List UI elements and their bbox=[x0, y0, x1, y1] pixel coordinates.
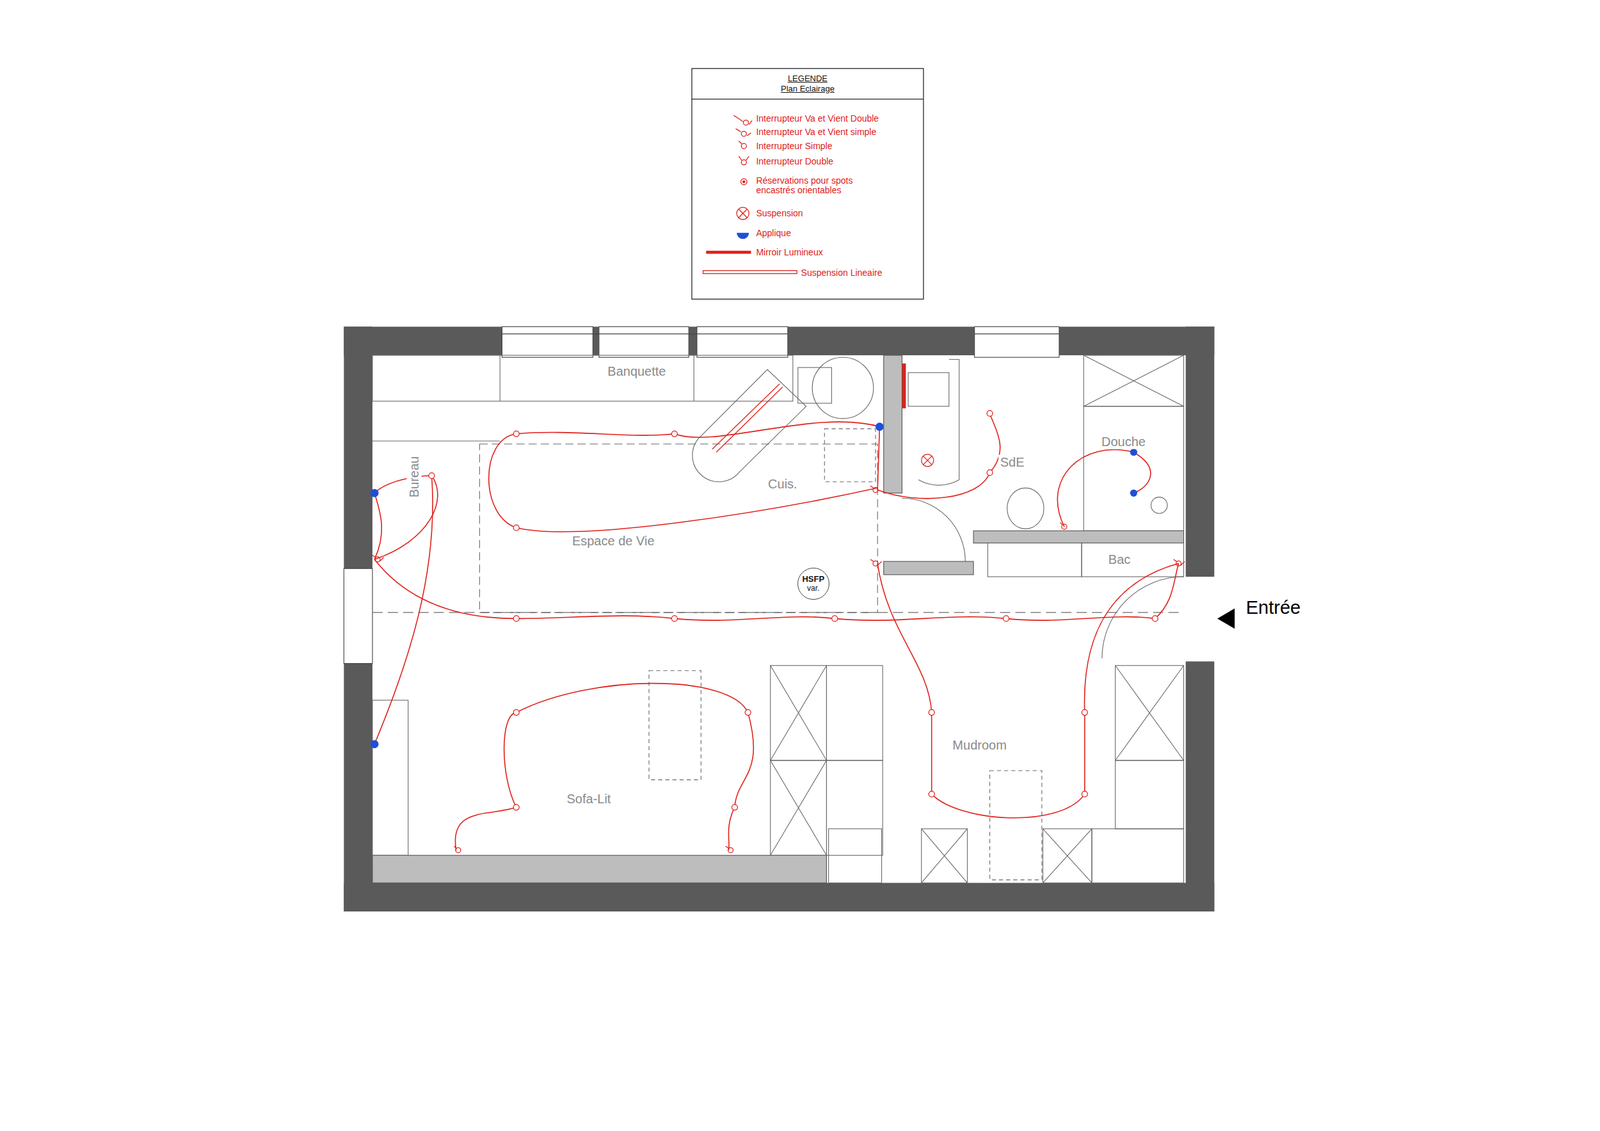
walls bbox=[343, 326, 1215, 912]
legend-text: Réservations pour spots encastrés orient… bbox=[755, 176, 865, 195]
entrance-arrow bbox=[1217, 608, 1235, 629]
node-subtitle: Plan Eclairage bbox=[691, 83, 924, 95]
legend-text: Mirroir Lumineux bbox=[755, 247, 823, 258]
legend-text: Suspension Lineaire bbox=[801, 267, 883, 278]
legend-text: Interrupteur Va et Vient simple bbox=[755, 126, 877, 137]
room-label: Cuis. bbox=[766, 476, 800, 491]
room-label: Bureau bbox=[407, 453, 422, 500]
legend-text: Applique bbox=[755, 227, 792, 238]
legend-divider bbox=[691, 98, 924, 100]
node-subtitle: var. bbox=[807, 584, 820, 593]
furniture bbox=[372, 355, 1184, 883]
room-label: Sofa-Lit bbox=[564, 791, 613, 807]
node-title: LEGENDE bbox=[691, 73, 924, 84]
room-label: Espace de Vie bbox=[570, 533, 657, 549]
legend-heading: LEGENDEPlan Eclairage bbox=[691, 68, 924, 100]
legend-text: Interrupteur Va et Vient Double bbox=[755, 113, 879, 124]
legend-text: Interrupteur Double bbox=[755, 156, 834, 167]
fixtures bbox=[712, 363, 934, 467]
room-label: Mudroom bbox=[950, 737, 1008, 752]
spots bbox=[428, 410, 1158, 810]
windows bbox=[343, 326, 1060, 664]
entrance-label: Entrée bbox=[1246, 597, 1301, 619]
room-label: SdE bbox=[998, 455, 1027, 470]
wires bbox=[374, 413, 1179, 850]
legend-text: Interrupteur Simple bbox=[755, 140, 832, 152]
legend-applique bbox=[736, 232, 749, 240]
partitions bbox=[372, 355, 1184, 883]
legend-text: Suspension bbox=[755, 208, 803, 219]
switches bbox=[372, 485, 1185, 853]
room-label: Douche bbox=[1099, 434, 1148, 450]
node-title: HSFP bbox=[801, 574, 825, 584]
appliques bbox=[370, 422, 1138, 749]
room-label: Banquette bbox=[605, 364, 668, 379]
hsfp-marker: HSFPvar. bbox=[797, 567, 830, 600]
legend-frame bbox=[691, 68, 924, 299]
room-label: Bac bbox=[1106, 551, 1133, 567]
